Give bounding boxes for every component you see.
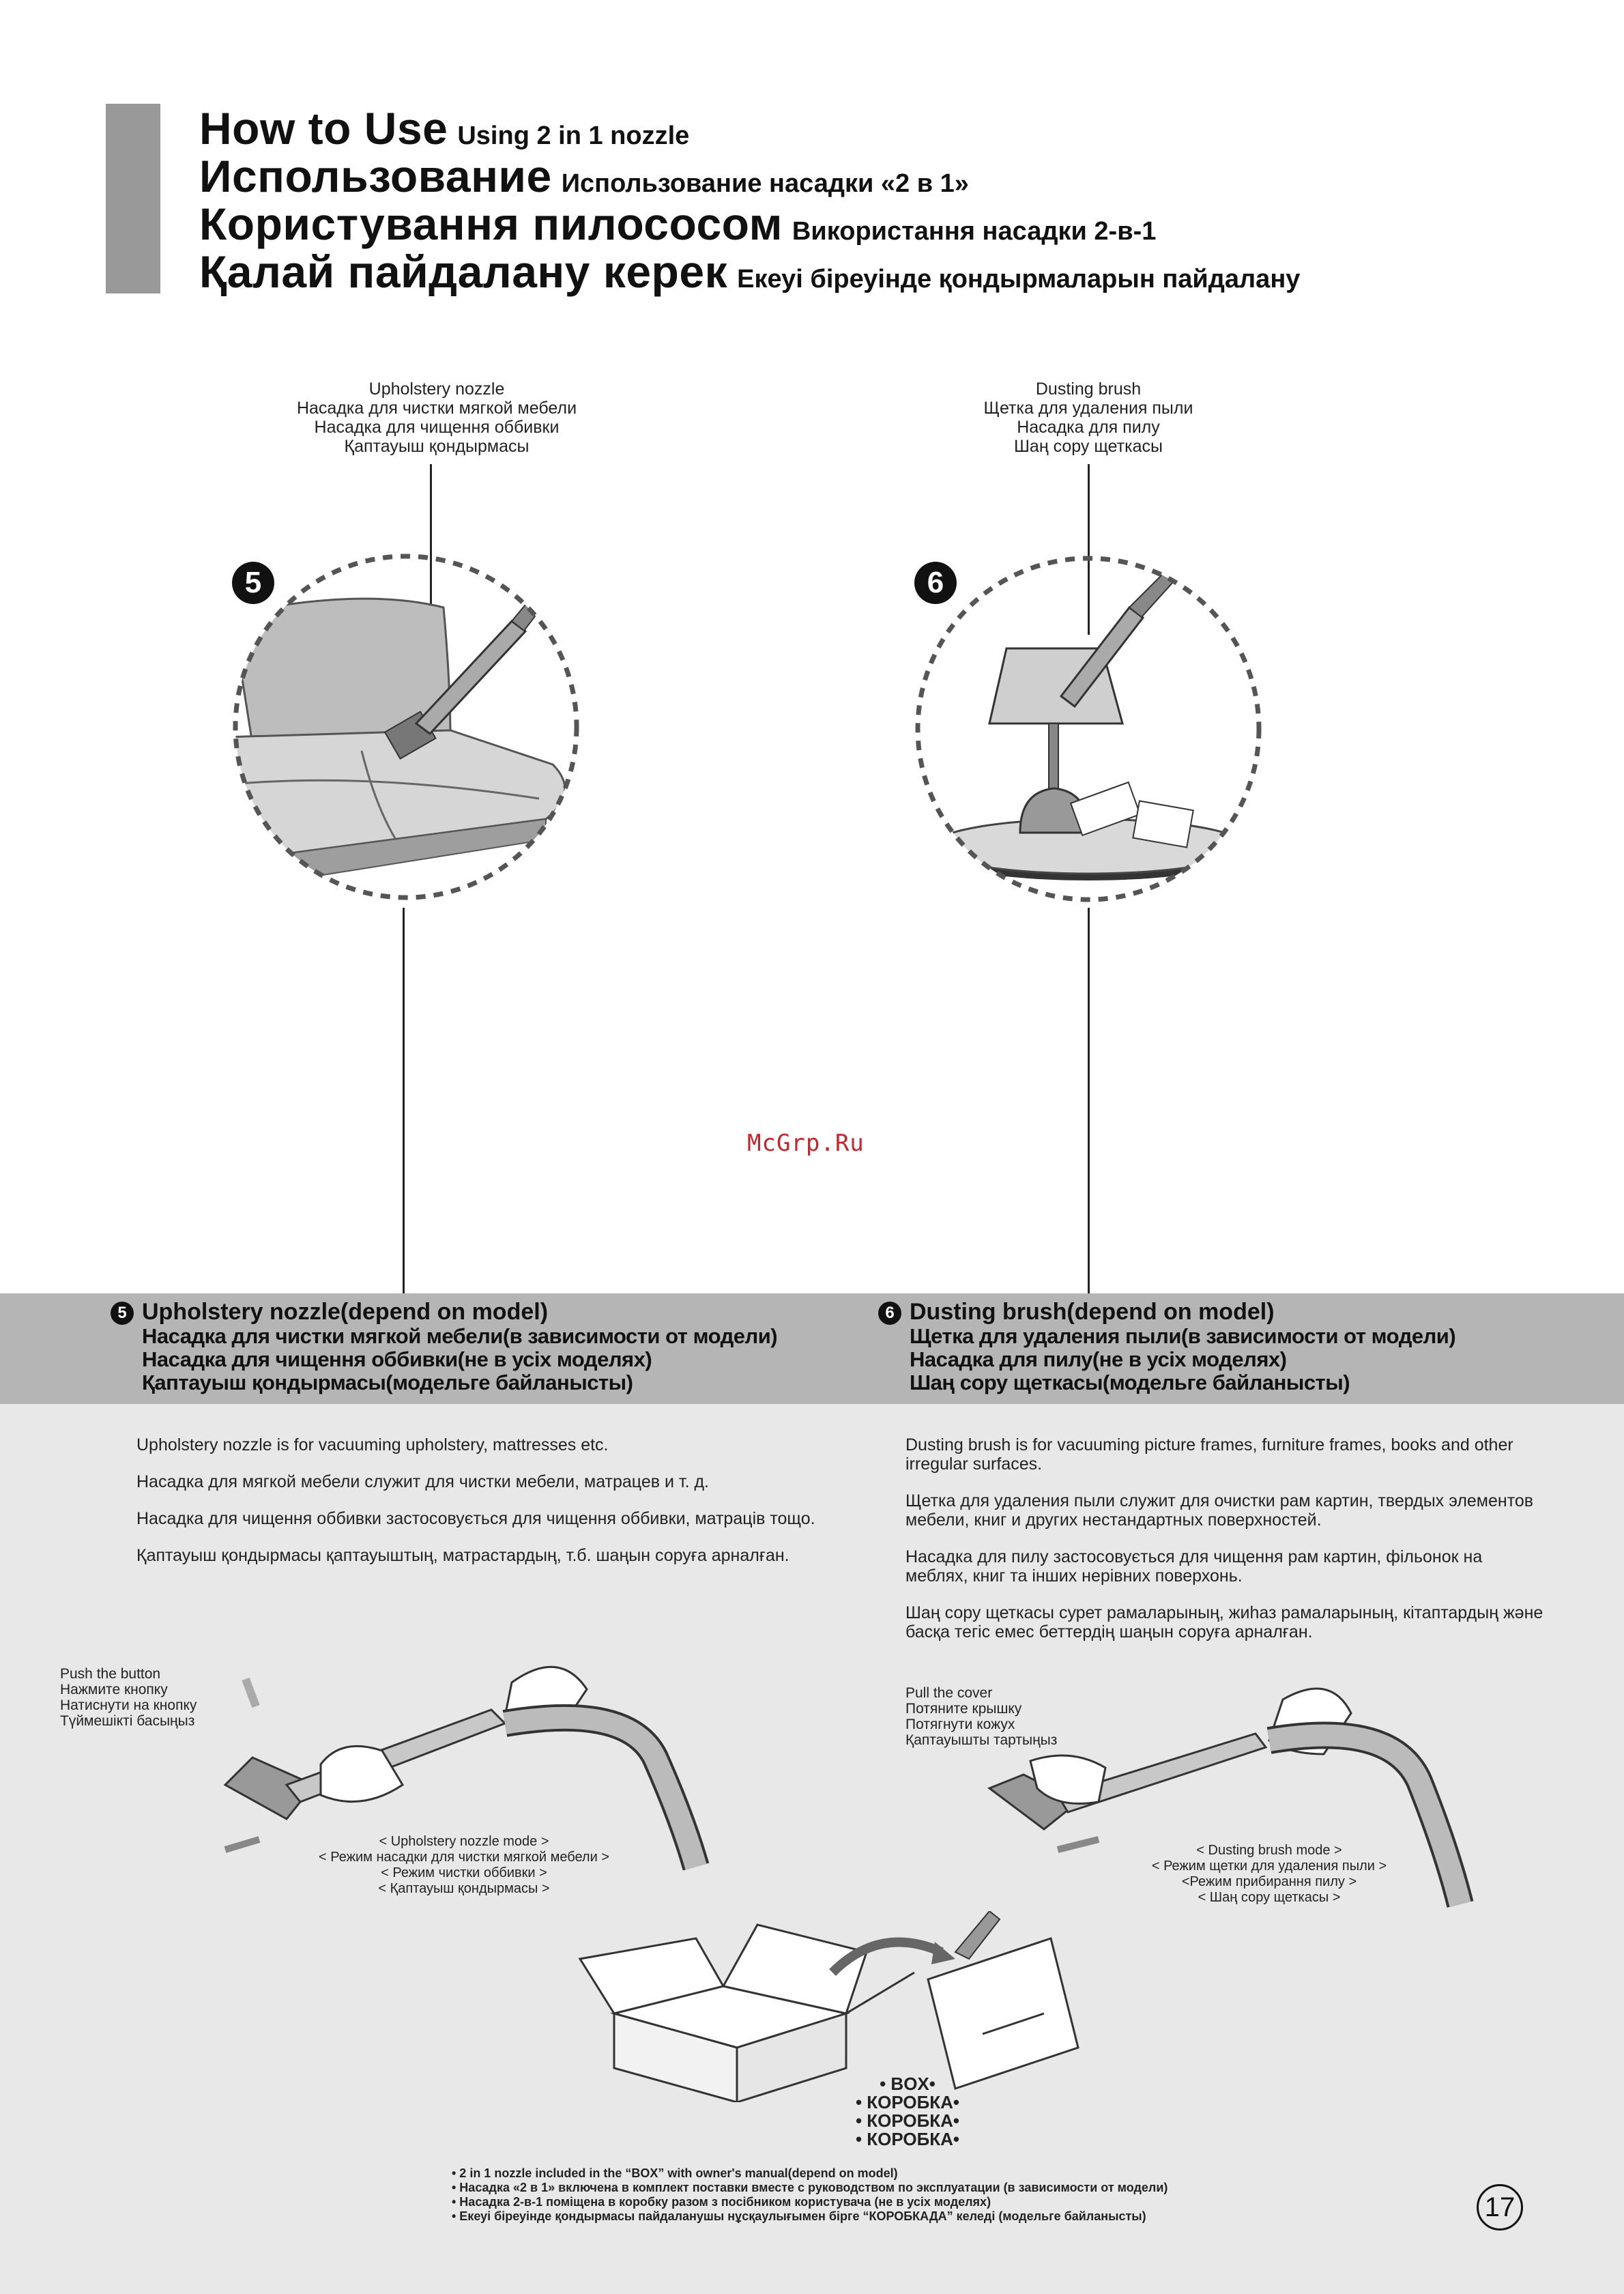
heading-line: Шаң сору щеткасы(модельге байланысты) [910, 1371, 1350, 1394]
title-ru: Использование [199, 151, 552, 201]
section-heading-band [0, 1293, 1624, 1404]
box-label-line: • КОРОБКА• [855, 2110, 960, 2131]
dusting-brush-label: Dusting brush Щетка для удаления пыли На… [911, 379, 1266, 456]
action-line: Push the button [60, 1666, 161, 1682]
dusting-mode-illustration [987, 1687, 1474, 1908]
leader-line-6-top [1088, 464, 1090, 635]
upholstery-mode-illustration [223, 1665, 710, 1871]
box-label-line: • КОРОБКА• [855, 2092, 960, 2112]
heading-6-badge: 6 [878, 1302, 901, 1325]
label-line: Насадка для чищення оббивки [314, 418, 560, 437]
upholstery-description: Upholstery nozzle is for vacuuming uphol… [136, 1435, 867, 1583]
action-line: Нажмите кнопку [60, 1682, 168, 1697]
mode-line: < Қаптауыш қондырмасы > [378, 1881, 550, 1896]
heading-line: Насадка для чищення оббивки(не в усіх мо… [142, 1347, 652, 1371]
dusting-brush-description: Dusting brush is for vacuuming picture f… [905, 1435, 1547, 1659]
mode-line: < Upholstery nozzle mode > [379, 1834, 549, 1849]
mode-line: < Dusting brush mode > [1196, 1843, 1342, 1858]
title-line-ru: Использование Использование насадки «2 в … [199, 150, 969, 202]
heading-line: Насадка для чистки мягкой мебели(в завис… [142, 1324, 778, 1348]
body-paragraph: Насадка для мягкой мебели служит для чис… [136, 1472, 709, 1491]
leader-line-5-bottom [403, 908, 405, 1295]
dusting-brush-illustration [915, 556, 1262, 902]
subtitle-en: Using 2 in 1 nozzle [457, 121, 690, 150]
box-illustration [578, 1911, 1079, 2102]
dusting-brush-heading: 6 Dusting brush(depend on model) Щетка дл… [878, 1299, 1456, 1394]
label-line: Насадка для чистки мягкой мебели [296, 399, 577, 418]
action-line: Түймешікті басыңыз [60, 1713, 195, 1729]
subtitle-uk: Використання насадки 2-в-1 [792, 217, 1157, 246]
label-line: Dusting brush [1035, 379, 1142, 399]
note-line: • 2 in 1 nozzle included in the “BOX” wi… [452, 2166, 898, 2180]
body-paragraph: Upholstery nozzle is for vacuuming uphol… [136, 1435, 609, 1454]
leader-line-6-bottom [1088, 908, 1090, 1295]
title-accent-bar [106, 104, 160, 293]
dusting-mode-label: < Dusting brush mode > < Режим щетки для… [1105, 1843, 1433, 1906]
box-label: • BOX• • КОРОБКА• • КОРОБКА• • КОРОБКА• [805, 2075, 1010, 2149]
label-line: Насадка для пилу [1017, 418, 1160, 437]
heading-line: Насадка для пилу(не в усіх моделях) [910, 1347, 1287, 1371]
title-kk: Қалай пайдалану керек [199, 246, 728, 297]
body-paragraph: Щетка для удаления пыли служит для очист… [905, 1491, 1534, 1530]
heading-5-badge: 5 [111, 1302, 134, 1325]
box-notes: • 2 in 1 nozzle included in the “BOX” wi… [452, 2166, 1168, 2224]
label-line: Шаң сору щеткасы [1014, 437, 1163, 456]
heading-line: Щетка для удаления пыли(в зависимости от… [910, 1324, 1456, 1348]
box-label-line: • BOX• [880, 2074, 936, 2094]
label-line: Upholstery nozzle [368, 379, 505, 399]
subtitle-ru: Использование насадки «2 в 1» [561, 169, 969, 198]
action-line: Натиснути на кнопку [60, 1697, 197, 1713]
box-label-line: • КОРОБКА• [855, 2129, 960, 2149]
note-line: • Екеуі біреуінде қондырмасы пайдаланушы… [452, 2209, 1146, 2223]
mode-line: <Режим прибирання пилу > [1181, 1874, 1357, 1889]
action-line: Потягнути кожух [905, 1717, 1015, 1732]
mode-line: < Шаң сору щеткасы > [1198, 1890, 1341, 1905]
upholstery-mode-label: < Upholstery nozzle mode > < Режим насад… [300, 1834, 628, 1897]
title-line-uk: Користування пилососом Використання насад… [199, 198, 1156, 250]
note-line: • Насадка 2-в-1 поміщена в коробку разом… [452, 2195, 991, 2209]
title-uk: Користування пилососом [199, 199, 783, 249]
heading-line: Dusting brush(depend on model) [910, 1299, 1275, 1325]
action-line: Қаптауышты тартыңыз [905, 1732, 1058, 1748]
mode-line: < Режим насадки для чистки мягкой мебели… [319, 1850, 609, 1865]
upholstery-illustration [233, 554, 579, 900]
label-line: Щетка для удаления пыли [983, 399, 1193, 418]
body-paragraph: Шаң сору щеткасы сурет рамаларының, жиһа… [905, 1603, 1543, 1641]
action-line: Pull the cover [905, 1685, 993, 1701]
lower-background [0, 1403, 1624, 2294]
subtitle-kk: Екеуі біреуінде қондырмаларын пайдалану [737, 265, 1301, 293]
action-line: Потяните крышку [905, 1701, 1022, 1717]
upholstery-nozzle-label: Upholstery nozzle Насадка для чистки мяг… [259, 379, 614, 456]
step-5-badge: 5 [232, 562, 274, 604]
body-paragraph: Насадка для чищення оббивки застосовуєть… [136, 1509, 815, 1528]
body-paragraph: Насадка для пилу застосовується для чище… [905, 1547, 1483, 1586]
step-6-badge: 6 [914, 562, 957, 604]
title-line-kk: Қалай пайдалану керек Екеуі біреуінде қон… [199, 246, 1300, 298]
note-line: • Насадка «2 в 1» включена в комплект по… [452, 2181, 1168, 2194]
upholstery-heading: 5 Upholstery nozzle(depend on model) Наса… [111, 1299, 778, 1394]
title-en: How to Use [199, 103, 448, 154]
heading-line: Upholstery nozzle(depend on model) [142, 1299, 549, 1325]
watermark: McGrp.Ru [747, 1130, 865, 1157]
body-paragraph: Dusting brush is for vacuuming picture f… [905, 1435, 1513, 1474]
push-button-label: Push the button Нажмите кнопку Натиснути… [60, 1666, 197, 1729]
page-number: 17 [1477, 2184, 1523, 2231]
mode-line: < Режим щетки для удаления пыли > [1151, 1859, 1387, 1874]
mode-line: < Режим чистки оббивки > [381, 1865, 547, 1880]
pull-cover-label: Pull the cover Потяните крышку Потягнути… [905, 1685, 1057, 1748]
title-line-en: How to Use Using 2 in 1 nozzle [199, 102, 689, 154]
label-line: Қаптауыш қондырмасы [344, 437, 530, 456]
body-paragraph: Қаптауыш қондырмасы қаптауыштың, матраст… [136, 1546, 789, 1565]
heading-line: Қаптауыш қондырмасы(модельге байланысты) [142, 1371, 633, 1394]
